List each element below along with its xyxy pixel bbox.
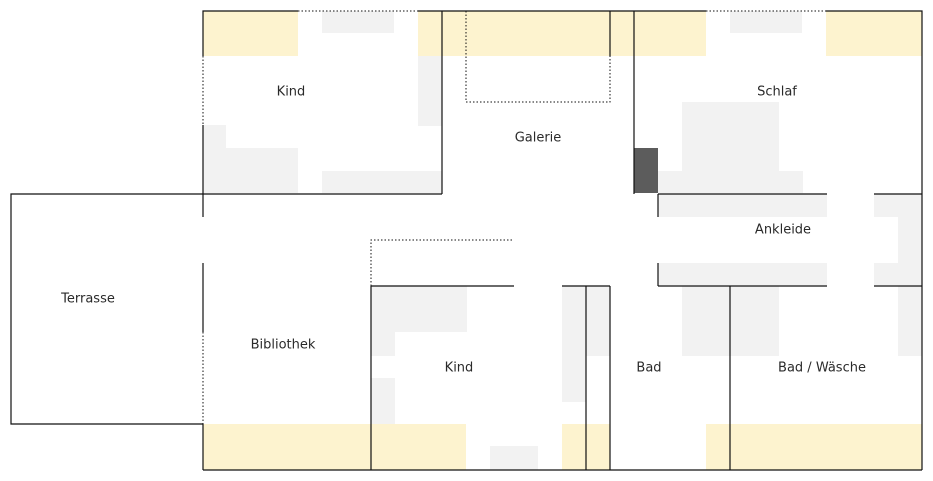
room-label-bibliothek: Bibliothek	[251, 338, 316, 353]
furniture-block	[371, 332, 395, 356]
furniture-block	[658, 263, 827, 285]
furniture-block	[658, 194, 827, 217]
furniture-block	[562, 286, 586, 402]
window-band	[203, 424, 466, 470]
furniture-block	[203, 125, 226, 193]
wall	[826, 10, 923, 194]
dotted-opening	[465, 11, 611, 103]
furniture-block	[490, 446, 538, 470]
furniture-block	[898, 217, 922, 263]
furniture-block	[371, 286, 467, 332]
furniture-block	[226, 148, 298, 193]
window-band	[418, 11, 706, 56]
room-label-schlaf: Schlaf	[757, 85, 797, 100]
room-label-galerie: Galerie	[515, 131, 562, 146]
room-label-kind-top: Kind	[277, 85, 306, 100]
room-label-bad: Bad	[636, 361, 661, 376]
furniture-block	[874, 194, 922, 217]
walls	[10, 10, 923, 471]
wall	[202, 10, 298, 56]
dotted-lines	[202, 10, 923, 424]
furniture-block	[730, 11, 802, 33]
window-band	[203, 11, 298, 56]
window-band	[706, 424, 922, 470]
furniture-block	[658, 171, 803, 193]
dotted-opening	[370, 239, 514, 286]
room-label-terrasse: Terrasse	[60, 292, 115, 307]
furniture	[203, 11, 922, 470]
furniture-block	[371, 378, 395, 424]
furniture-block	[898, 286, 922, 356]
room-label-bad-waesche: Bad / Wäsche	[778, 361, 866, 376]
furniture-block	[418, 56, 442, 126]
room-label-ankleide: Ankleide	[755, 223, 811, 238]
furniture-block	[322, 171, 442, 193]
window-band	[826, 11, 922, 56]
terrace-outline	[10, 193, 203, 425]
furniture-block	[322, 11, 394, 33]
room-labels: Kind Galerie Schlaf Terrasse Ankleide Bi…	[60, 85, 866, 376]
furniture-block	[874, 263, 922, 285]
chimney	[634, 148, 658, 193]
room-label-kind-bottom: Kind	[445, 361, 474, 376]
furniture-block	[586, 286, 610, 356]
